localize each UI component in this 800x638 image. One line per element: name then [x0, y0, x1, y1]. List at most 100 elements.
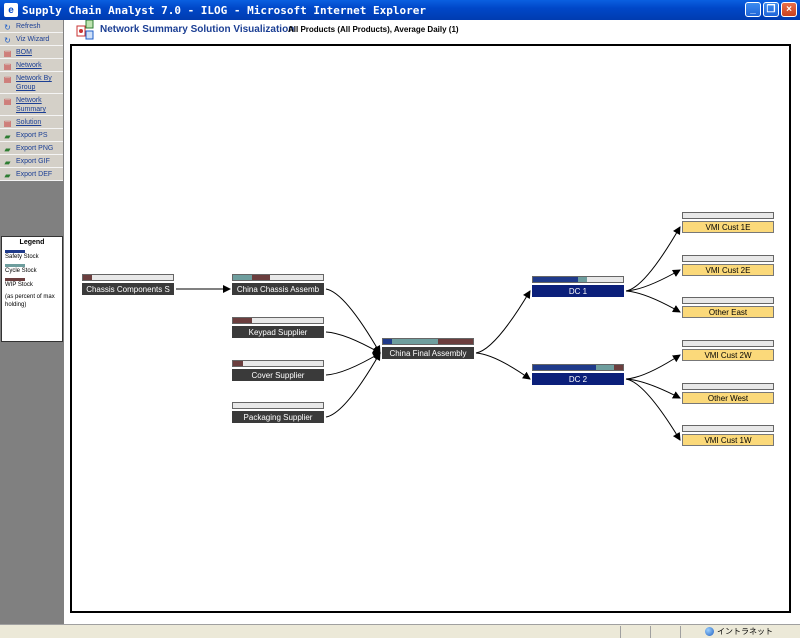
- stock-bar: [682, 255, 774, 262]
- wip-stock-segment: [83, 275, 92, 280]
- node-chassis-components[interactable]: Chassis Components S: [82, 274, 174, 295]
- cycle-stock-segment: [392, 339, 438, 344]
- browser-content: ↻ Refresh ↻ Viz Wizard ▤ BOM ▤ Network ▤…: [0, 19, 800, 624]
- wip-stock-segment: [233, 318, 252, 323]
- edge-china-final-to-dc1: [475, 290, 531, 354]
- export-icon: ▰: [4, 170, 11, 180]
- sidebar-item-label: Solution: [16, 119, 42, 126]
- wip-stock-segment: [233, 361, 243, 366]
- cycle-stock-swatch: [5, 264, 25, 267]
- sidebar-item-export-gif[interactable]: ▰ Export GIF: [0, 155, 63, 168]
- node-vmi-2w[interactable]: VMI Cust 2W: [682, 340, 774, 361]
- stock-bar: [82, 274, 174, 281]
- stock-bar: [682, 297, 774, 304]
- close-button[interactable]: ×: [781, 2, 797, 17]
- node-packaging[interactable]: Packaging Supplier: [232, 402, 324, 423]
- node-china-chassis[interactable]: China Chassis Assemb: [232, 274, 324, 295]
- wip-stock-swatch: [5, 278, 25, 281]
- minimize-button[interactable]: _: [745, 2, 761, 17]
- safety-stock-swatch: [5, 250, 25, 253]
- node-vmi-1e[interactable]: VMI Cust 1E: [682, 212, 774, 233]
- sidebar-item-label: Network: [16, 62, 42, 69]
- node-other-east[interactable]: Other East: [682, 297, 774, 318]
- sidebar-item-label: Export GIF: [16, 158, 50, 165]
- export-icon: ▰: [4, 157, 11, 167]
- node-label: DC 1: [532, 285, 624, 297]
- safety-stock-segment: [533, 277, 578, 282]
- sidebar-item-network[interactable]: ▤ Network: [0, 59, 63, 72]
- sidebar-item-export-png[interactable]: ▰ Export PNG: [0, 142, 63, 155]
- edge-cover-to-china-final: [325, 352, 381, 376]
- edge-keypad-to-china-final: [325, 331, 381, 354]
- edge-china-final-to-dc2: [475, 352, 531, 380]
- sidebar-item-export-ps[interactable]: ▰ Export PS: [0, 129, 63, 142]
- sidebar-item-label: Refresh: [16, 23, 41, 30]
- document-icon: ▤: [3, 74, 12, 84]
- node-cover[interactable]: Cover Supplier: [232, 360, 324, 381]
- edge-dc2-to-vmi-1w: [625, 378, 681, 441]
- sidebar-item-network-summary[interactable]: ▤ Network Summary: [0, 94, 63, 116]
- globe-icon: [705, 627, 714, 636]
- network-canvas: Chassis Components S China Chassis Assemb…: [70, 44, 791, 613]
- node-china-final[interactable]: China Final Assembly: [382, 338, 474, 359]
- node-label: Other West: [682, 392, 774, 404]
- document-icon: ▤: [3, 96, 12, 106]
- ie-icon: e: [4, 3, 18, 17]
- stock-bar: [232, 360, 324, 367]
- node-label: VMI Cust 2W: [682, 349, 774, 361]
- wip-stock-segment: [437, 339, 473, 344]
- node-keypad[interactable]: Keypad Supplier: [232, 317, 324, 338]
- sidebar-item-network-by-group[interactable]: ▤ Network By Group: [0, 72, 63, 94]
- node-label: Chassis Components S: [82, 283, 174, 295]
- edge-dc1-to-vmi-1e: [625, 226, 681, 292]
- sidebar-item-export-def[interactable]: ▰ Export DEF: [0, 168, 63, 181]
- sidebar-item-bom[interactable]: ▤ BOM: [0, 46, 63, 59]
- stock-bar: [682, 340, 774, 347]
- document-icon: ▤: [3, 118, 12, 128]
- node-vmi-2e[interactable]: VMI Cust 2E: [682, 255, 774, 276]
- sidebar-item-refresh[interactable]: ↻ Refresh: [0, 20, 63, 33]
- sidebar-item-label: Network By Group: [16, 75, 52, 91]
- stock-bar: [532, 364, 624, 371]
- refresh-icon: ↻: [4, 35, 11, 45]
- node-label: VMI Cust 1E: [682, 221, 774, 233]
- node-dc1[interactable]: DC 1: [532, 276, 624, 297]
- wip-stock-segment: [614, 365, 623, 370]
- node-other-west[interactable]: Other West: [682, 383, 774, 404]
- stock-bar: [232, 402, 324, 409]
- safety-stock-segment: [533, 365, 596, 370]
- sidebar-item-viz-wizard[interactable]: ↻ Viz Wizard: [0, 33, 63, 46]
- sidebar-item-label: Export PS: [16, 132, 48, 139]
- node-label: VMI Cust 1W: [682, 434, 774, 446]
- node-label: China Final Assembly: [382, 347, 474, 359]
- legend-label-safety: Safety Stock: [5, 254, 39, 260]
- cycle-stock-segment: [596, 365, 614, 370]
- sidebar-item-label: Export PNG: [16, 145, 54, 152]
- document-icon: ▤: [3, 48, 12, 58]
- sidebar-item-solution[interactable]: ▤ Solution: [0, 116, 63, 129]
- restore-button[interactable]: ❐: [763, 2, 779, 17]
- window-controls: _ ❐ ×: [745, 2, 797, 17]
- header-icons: [76, 19, 96, 40]
- node-dc2[interactable]: DC 2: [532, 364, 624, 385]
- export-icon: ▰: [4, 131, 11, 141]
- zone-label: イントラネット: [717, 627, 773, 636]
- stock-bar: [232, 274, 324, 281]
- status-divider: [680, 626, 681, 638]
- edge-dc1-to-other-east: [625, 290, 681, 313]
- wip-stock-segment: [251, 275, 270, 280]
- page-title: Network Summary Solution Visualization: [100, 24, 295, 35]
- node-label: Other East: [682, 306, 774, 318]
- legend-label-cycle: Cycle Stock: [5, 268, 37, 274]
- stock-bar: [682, 212, 774, 219]
- status-divider: [650, 626, 651, 638]
- node-label: China Chassis Assemb: [232, 283, 324, 295]
- edge-china-chassis-to-china-final: [325, 288, 381, 354]
- edge-dc2-to-vmi-2w: [625, 354, 681, 380]
- node-vmi-1w[interactable]: VMI Cust 1W: [682, 425, 774, 446]
- visualization-icon: [76, 19, 94, 40]
- legend-title: Legend: [19, 239, 45, 246]
- edge-dc2-to-other-west: [625, 378, 681, 399]
- edge-dc1-to-vmi-2e: [625, 269, 681, 292]
- cycle-stock-segment: [578, 277, 587, 282]
